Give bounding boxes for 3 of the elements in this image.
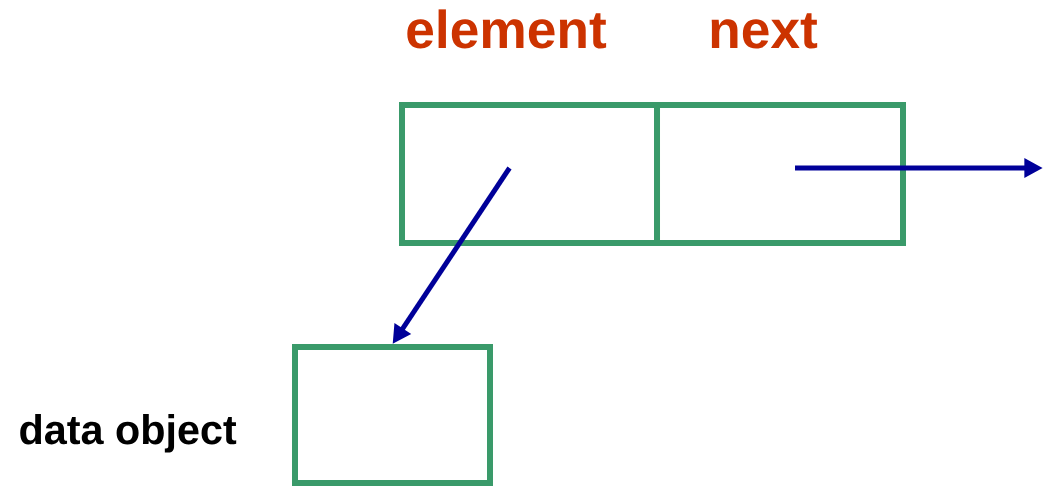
caption-text: data object <box>20 414 237 453</box>
heading-text: next <box>711 13 818 49</box>
heading-text: element <box>407 9 607 49</box>
